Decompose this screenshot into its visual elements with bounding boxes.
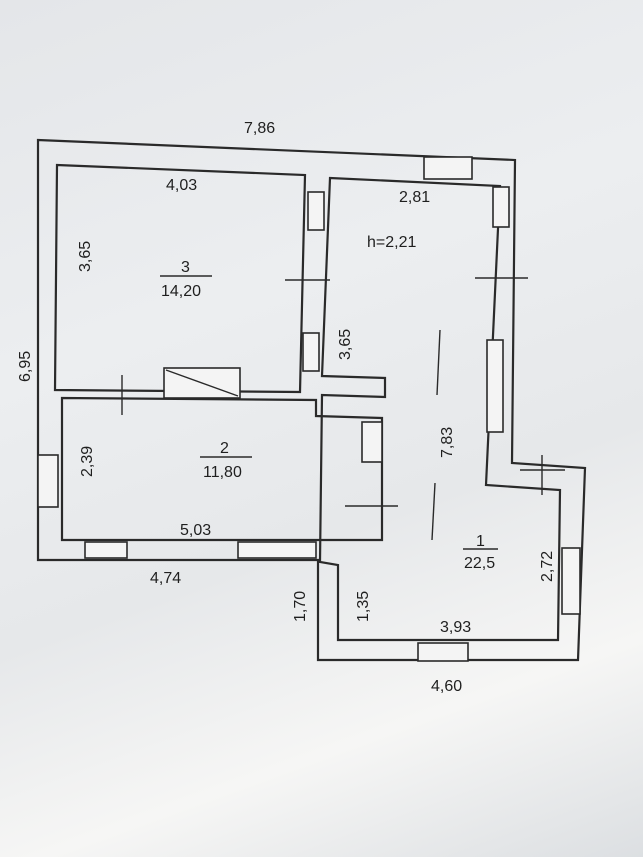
overall-height-left-label: 6,95: [17, 351, 34, 382]
step-height-inner-label: 1,35: [355, 591, 372, 622]
room3-width-label: 4,03: [166, 177, 197, 194]
bottom-left-width-label: 4,74: [150, 570, 181, 587]
window-room1-right-bottom: [561, 547, 581, 615]
window-room2-bottom-right: [237, 541, 317, 559]
room1-width-top-label: 2,81: [399, 189, 430, 206]
overall-width-top-label: 7,86: [244, 120, 275, 137]
room1-height-right-label: 2,72: [539, 551, 556, 582]
window-room1-right-mid: [486, 339, 504, 433]
room2-number: 2: [220, 440, 229, 457]
corridor-height-label: 3,65: [337, 329, 354, 360]
room1-number: 1: [476, 533, 485, 550]
inner-wall-room-2: [60, 396, 384, 542]
window-room1-bottom: [417, 642, 469, 662]
inner-wall-room-3: [53, 163, 307, 394]
step-height-outer-label: 1,70: [292, 591, 309, 622]
bottom-right-width-label: 4,60: [431, 678, 462, 695]
inner-wall-room-1: [318, 176, 562, 642]
room2-height-label: 2,39: [79, 446, 96, 477]
room3-height-label: 3,65: [77, 241, 94, 272]
room1-axis: [431, 482, 436, 541]
window-room2-bottom-left: [84, 541, 128, 559]
window-room2-left: [37, 454, 59, 508]
room3-area: 14,20: [161, 283, 201, 300]
window-room3-right: [307, 191, 325, 231]
room2-width-label: 5,03: [180, 522, 211, 539]
door-swing: [165, 369, 239, 397]
room3-number: 3: [181, 259, 190, 276]
room1-axis: [436, 329, 441, 396]
window-room2-right: [361, 421, 383, 463]
room2-area: 11,80: [203, 464, 242, 481]
window-top: [423, 156, 473, 180]
window-room1-right-top: [492, 186, 510, 228]
ceiling-height-label: h=2,21: [367, 234, 416, 251]
window-room3-right-lower: [302, 332, 320, 372]
outer-wall: [36, 138, 587, 662]
room1-length-label: 7,83: [439, 427, 456, 458]
room1-area: 22,5: [464, 555, 495, 572]
room1-width-bottom-label: 3,93: [440, 619, 471, 636]
